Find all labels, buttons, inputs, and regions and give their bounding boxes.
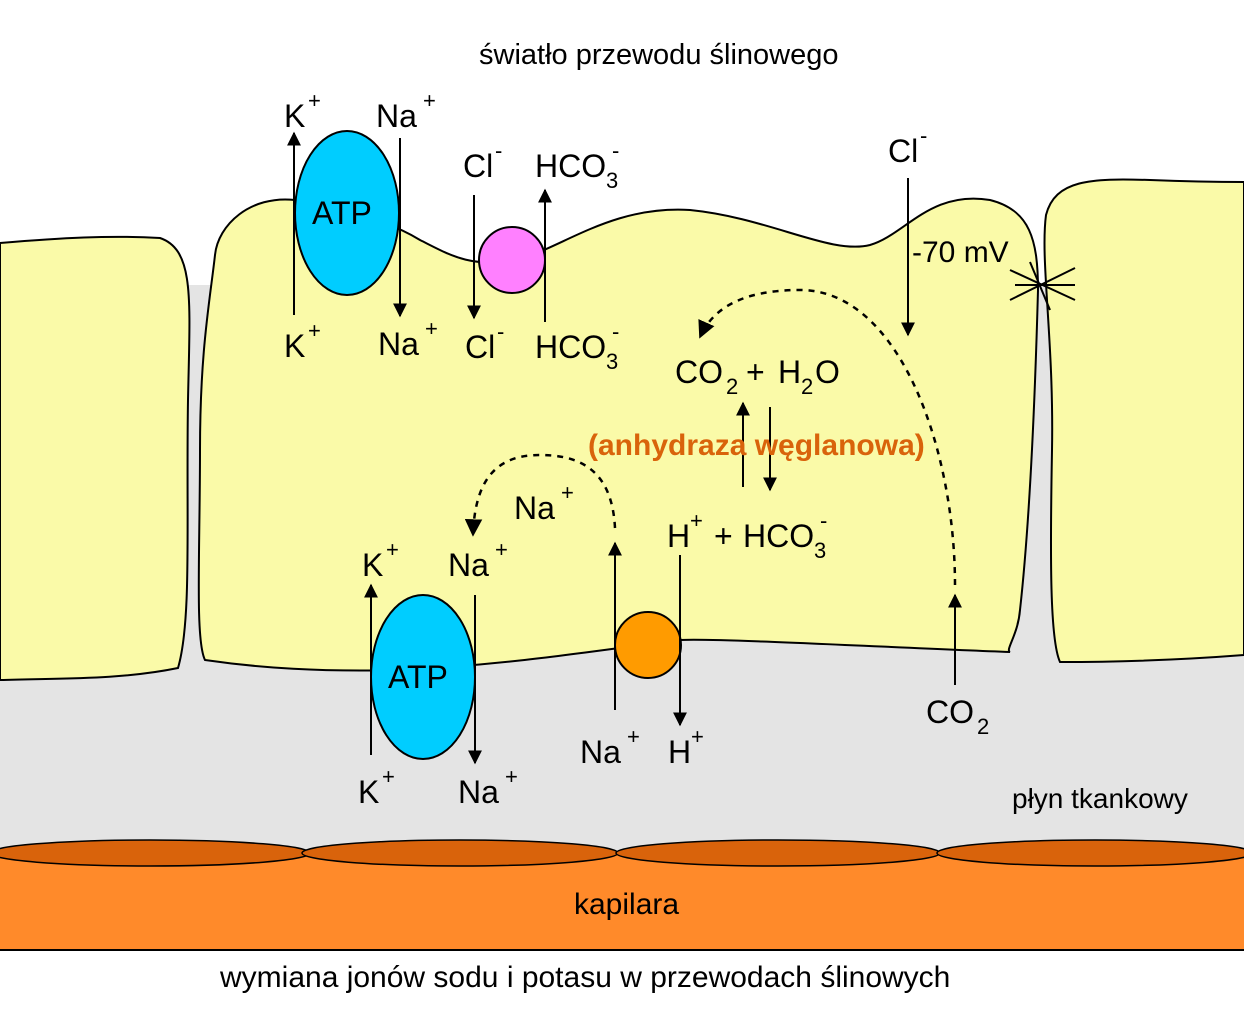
svg-text:Cl: Cl <box>463 148 493 184</box>
potential-label: -70 mV <box>912 236 1009 269</box>
svg-text:+: + <box>714 518 733 554</box>
svg-text:H: H <box>668 734 691 770</box>
tight-junction-icon <box>1009 261 1076 311</box>
cl-hco3-exchanger <box>478 226 546 294</box>
svg-text:HCO: HCO <box>535 148 606 184</box>
svg-text:K: K <box>358 774 379 810</box>
svg-text:+: + <box>627 724 640 749</box>
svg-text:+: + <box>561 480 574 505</box>
svg-text:HCO: HCO <box>535 329 606 365</box>
svg-text:2: 2 <box>726 374 738 399</box>
na-h-exchanger <box>614 611 682 679</box>
enzyme-label: (anhydraza węglanowa) <box>588 429 925 462</box>
svg-text:Na: Na <box>448 547 489 583</box>
svg-text:+: + <box>308 88 321 113</box>
ion-k-apical-in: K + <box>284 318 321 364</box>
caption: wymiana jonów sodu i potasu w przewodach… <box>219 961 950 994</box>
svg-text:+: + <box>308 318 321 343</box>
capillary <box>0 853 1244 950</box>
svg-text:2: 2 <box>801 374 813 399</box>
ion-k-baso-top: K + <box>362 537 399 583</box>
svg-text:3: 3 <box>606 168 618 193</box>
apical-atp-label: ATP <box>312 195 372 231</box>
svg-text:2: 2 <box>977 714 989 739</box>
interstitial-label: płyn tkankowy <box>1012 783 1188 814</box>
svg-text:+: + <box>425 316 438 341</box>
svg-text:K: K <box>284 328 305 364</box>
co2-interstitial: CO 2 <box>926 694 989 739</box>
reaction-co2-h2o: CO 2 + H 2 O <box>675 354 840 399</box>
svg-text:+: + <box>495 537 508 562</box>
svg-text:Na: Na <box>580 734 621 770</box>
svg-text:-: - <box>495 138 502 163</box>
ion-na-apical-out: Na + <box>376 88 436 134</box>
ion-na-apical-in: Na + <box>378 316 438 362</box>
svg-text:K: K <box>362 547 383 583</box>
svg-text:-: - <box>820 508 827 533</box>
svg-text:+: + <box>423 88 436 113</box>
svg-text:-: - <box>920 123 927 148</box>
svg-text:+: + <box>386 537 399 562</box>
capillary-label: kapilara <box>574 888 679 921</box>
svg-text:K: K <box>284 98 305 134</box>
svg-text:Na: Na <box>378 326 419 362</box>
svg-text:H: H <box>667 518 690 554</box>
svg-text:Cl: Cl <box>888 133 918 169</box>
svg-text:H: H <box>778 354 801 390</box>
svg-text:CO: CO <box>675 354 723 390</box>
ion-hco3-lumen: HCO 3 - <box>535 138 619 193</box>
svg-text:-: - <box>612 319 619 344</box>
svg-text:3: 3 <box>606 349 618 374</box>
ion-k-apical-out: K + <box>284 88 321 134</box>
svg-text:+: + <box>505 764 518 789</box>
ion-h-exchanger: H + <box>668 724 704 770</box>
ion-k-baso-bottom: K + <box>358 764 395 810</box>
ion-cl-channel: Cl - <box>888 123 927 169</box>
svg-text:+: + <box>690 508 703 533</box>
epithelial-cell-left <box>0 235 191 682</box>
svg-text:3: 3 <box>814 538 826 563</box>
epithelial-cell-right <box>1043 178 1244 664</box>
capillary-endothelial-cells <box>0 839 1244 867</box>
ion-na-recycle: Na + <box>514 480 574 526</box>
basolateral-atp-label: ATP <box>388 659 448 695</box>
ion-na-exchanger: Na + <box>580 724 640 770</box>
svg-text:-: - <box>612 138 619 163</box>
svg-text:Na: Na <box>458 774 499 810</box>
ion-hco3-cell: HCO 3 - <box>535 319 619 374</box>
svg-text:Cl: Cl <box>465 329 495 365</box>
svg-text:+: + <box>382 764 395 789</box>
svg-text:+: + <box>691 724 704 749</box>
svg-text:CO: CO <box>926 694 974 730</box>
svg-text:-: - <box>497 319 504 344</box>
lumen-label: światło przewodu ślinowego <box>479 39 838 71</box>
reaction-h-hco3: H + + HCO 3 - <box>667 508 827 563</box>
ion-cl-cell: Cl - <box>465 319 504 365</box>
ion-na-baso-top: Na + <box>448 537 508 583</box>
svg-text:O: O <box>815 354 840 390</box>
svg-text:Na: Na <box>376 98 417 134</box>
ion-cl-lumen: Cl - <box>463 138 502 184</box>
svg-text:+: + <box>746 354 765 390</box>
svg-text:Na: Na <box>514 490 555 526</box>
svg-text:HCO: HCO <box>743 518 814 554</box>
ion-na-baso-bottom: Na + <box>458 764 518 810</box>
